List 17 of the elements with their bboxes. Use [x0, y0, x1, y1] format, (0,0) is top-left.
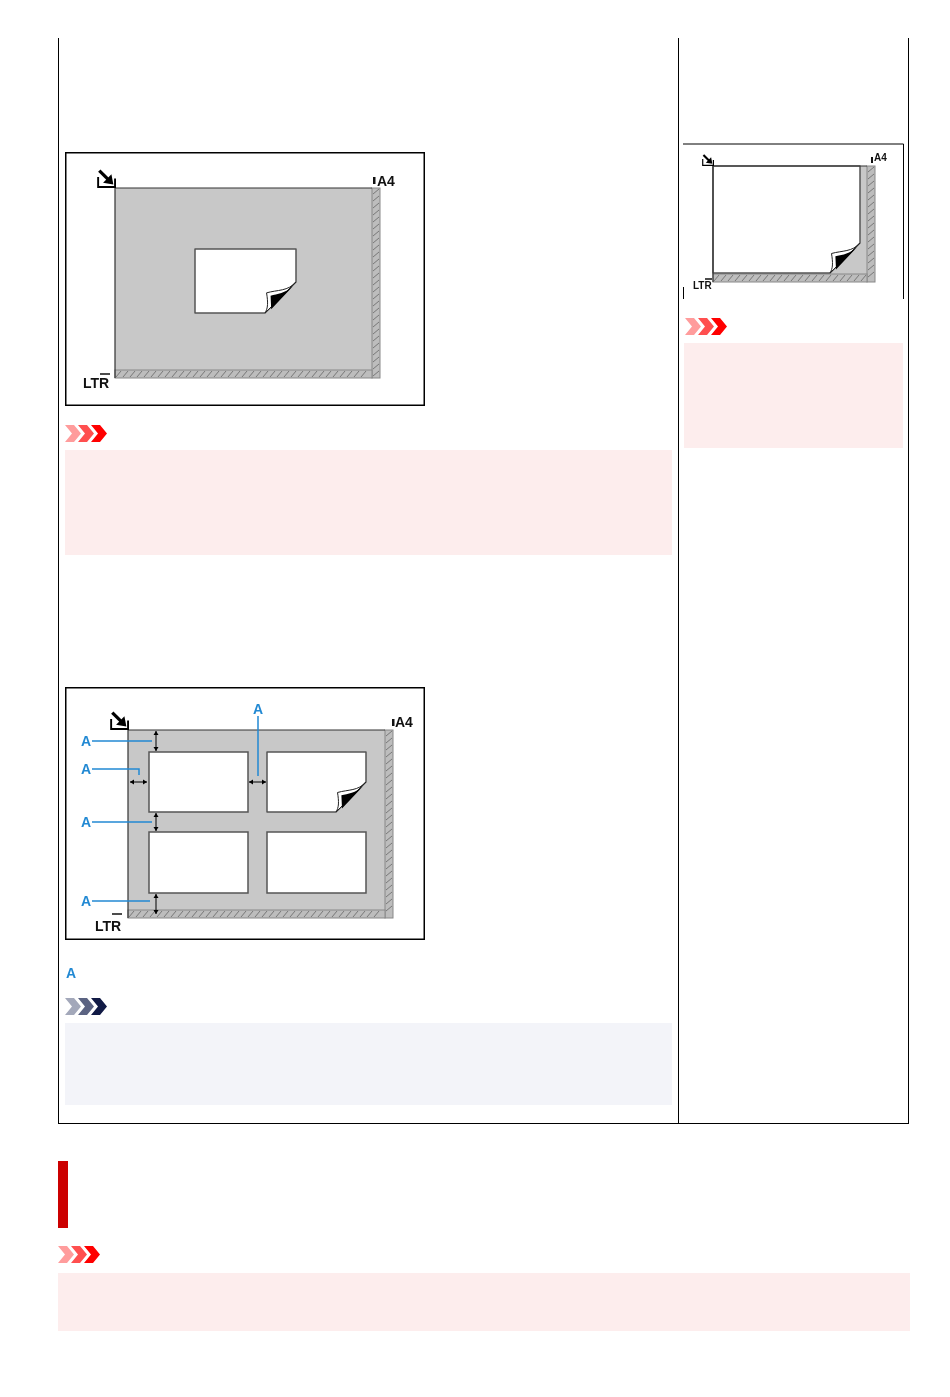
callout-letter: A [66, 966, 77, 980]
leader-line [257, 715, 259, 777]
leader-line [91, 821, 153, 823]
callout-letter: A [80, 762, 92, 776]
paper-size-mark: A4 [377, 174, 395, 188]
callout-letter: A [80, 815, 92, 829]
callout-letter: A [80, 894, 92, 908]
callout-letter: A [252, 702, 264, 716]
paper-size-mark: A4 [874, 153, 887, 163]
paper-size-mark: LTR [83, 376, 110, 390]
paper-size-mark: A4 [395, 715, 413, 729]
leader-line [91, 768, 140, 776]
callout-letter: A [80, 734, 92, 748]
paper-size-mark: LTR [95, 919, 122, 933]
leader-line [91, 900, 151, 902]
leader-line [91, 740, 153, 742]
paper-size-mark: LTR [693, 281, 712, 291]
